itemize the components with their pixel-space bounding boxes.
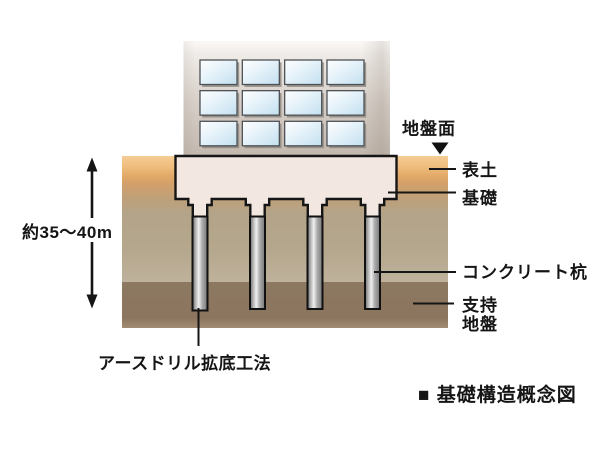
building-window: [241, 120, 280, 147]
support-layer-label-line1: 支持: [462, 295, 498, 315]
building-windows: [199, 59, 367, 149]
concrete-pile-2: [249, 215, 266, 310]
diagram-caption: ■ 基礎構造概念図: [418, 383, 577, 406]
building-window: [241, 90, 280, 116]
depth-arrow-head-down-icon: [86, 294, 98, 309]
building-window: [284, 59, 323, 86]
leader-lines: [197, 168, 456, 346]
depth-measurement-label: 約35〜40m: [22, 222, 112, 242]
support-layer-label-line2: 地盤: [462, 314, 498, 334]
soil-support-layer: [122, 282, 448, 328]
building: [183, 41, 390, 156]
pile-method-label: アースドリル拡底工法: [98, 353, 271, 373]
concrete-piles: [191, 215, 381, 312]
building-window: [284, 120, 323, 147]
concrete-pile-4: [364, 215, 381, 310]
ground-surface-marker-icon: [431, 142, 449, 155]
building-window: [241, 59, 280, 86]
concrete-pile-1: [191, 215, 209, 312]
depth-arrow-head-up-icon: [86, 157, 98, 172]
depth-arrow: 約35〜40m: [20, 157, 121, 309]
foundation-label: 基礎: [461, 188, 498, 208]
building-window: [326, 90, 365, 116]
building-window: [199, 90, 238, 116]
topsoil-label: 表土: [462, 160, 498, 180]
building-window: [284, 90, 323, 116]
building-window: [199, 59, 238, 86]
building-window: [199, 120, 238, 147]
concrete-pile-3: [306, 215, 324, 310]
building-window: [326, 120, 365, 147]
ground-surface-label: 地盤面: [402, 119, 456, 139]
concrete-pile-label: コンクリート杭: [462, 262, 588, 282]
depth-label-backing: [20, 218, 121, 242]
building-window: [326, 59, 365, 86]
